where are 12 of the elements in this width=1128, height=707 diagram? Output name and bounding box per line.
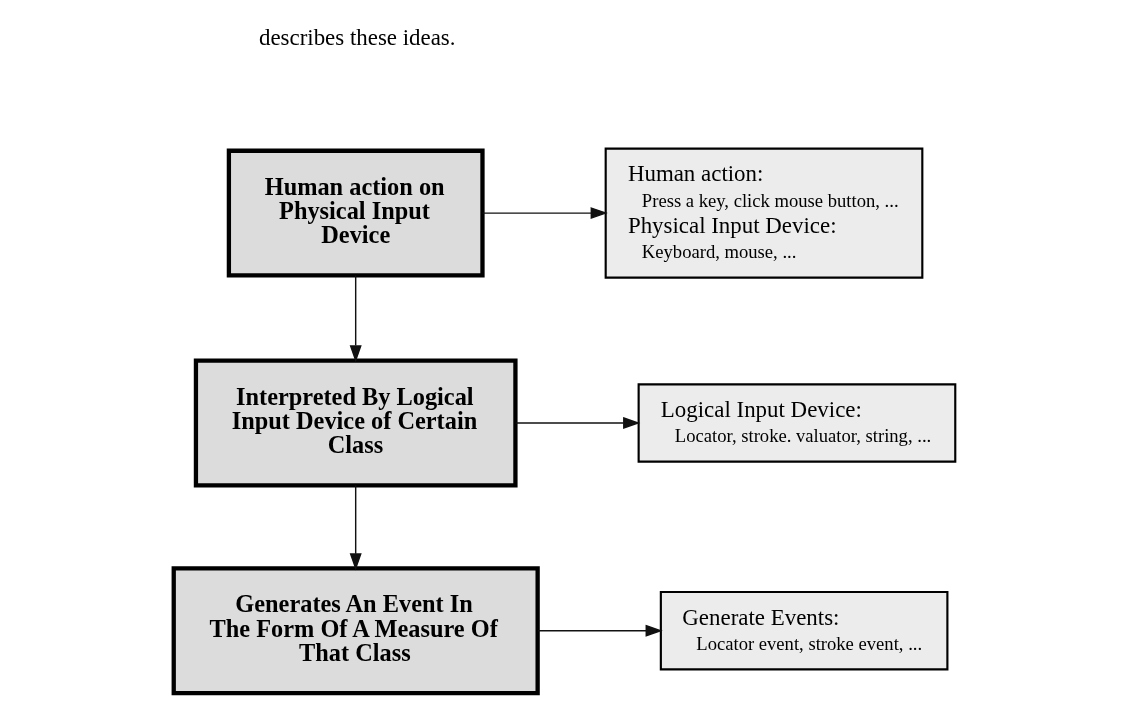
- label: describes these ideas.: [258, 25, 456, 51]
- arrow: [514, 416, 640, 429]
- node-box: Generates An Event In The Form Of A Measure Of That Class: [171, 566, 540, 696]
- arrow: [536, 624, 663, 637]
- node-box: Logical Input Device: Locator, stroke. valuator, string, ...: [637, 383, 956, 463]
- arrow: [349, 484, 362, 571]
- node-box: Human action: Press a key, click mouse button, ... Physical Input Device: Keyboard, mouse, ...: [604, 147, 923, 279]
- node-box: Human action on Physical Input Device: [226, 148, 485, 278]
- node-box: Generate Events: Locator event, stroke event, ...: [659, 590, 948, 671]
- arrow: [349, 274, 362, 363]
- arrow: [481, 207, 608, 220]
- node-box: Interpreted By Logical Input Device of Certain Class: [193, 358, 518, 488]
